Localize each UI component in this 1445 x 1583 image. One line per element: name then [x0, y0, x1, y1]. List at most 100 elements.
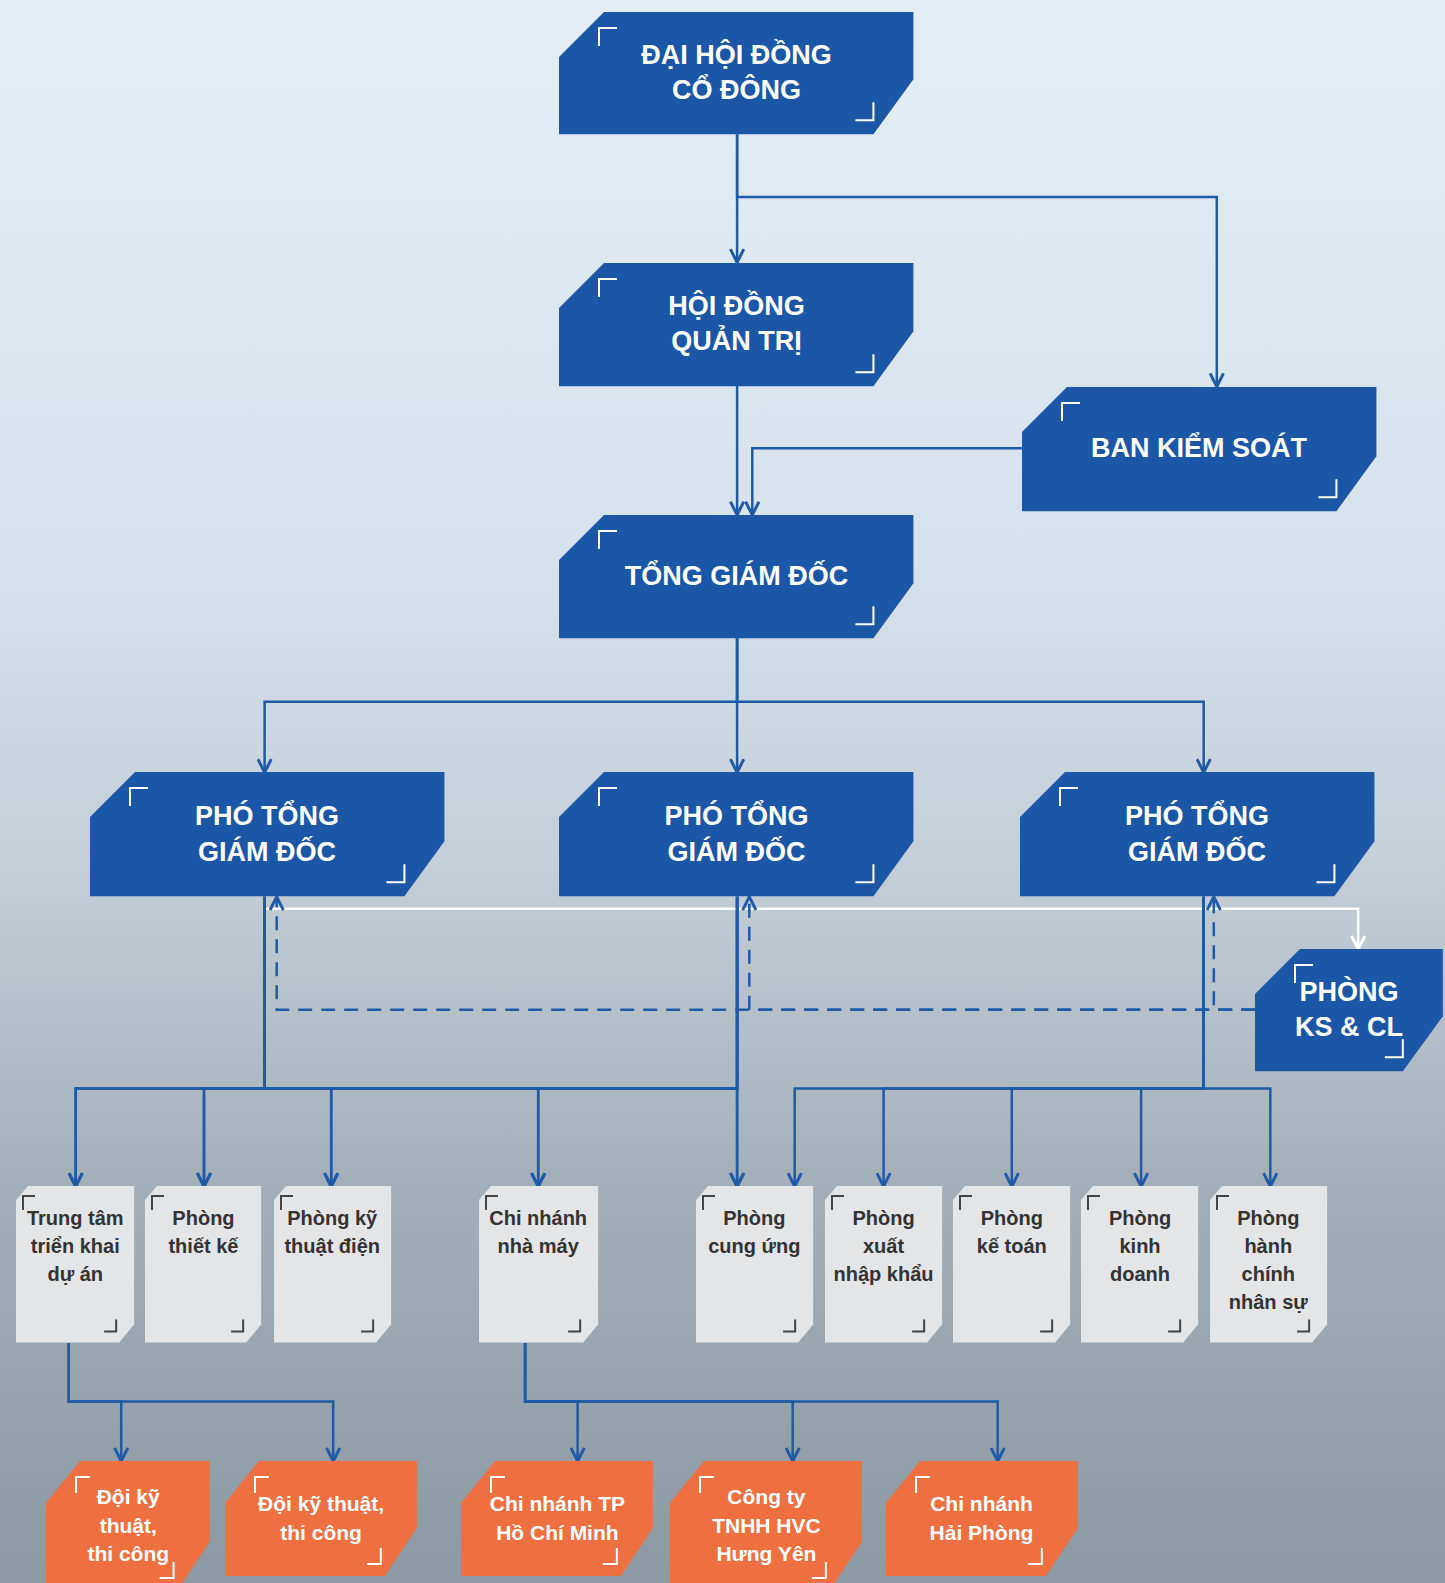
box-label: Chi nhánh Hải Phòng — [914, 1490, 1050, 1547]
box-fill — [825, 1186, 942, 1343]
box-label: Phòng hành chính nhân sự — [1218, 1204, 1319, 1316]
corner-mark — [912, 1320, 924, 1332]
text-wrap: HỘI ĐỒNG QUẢN TRỊ — [609, 289, 863, 359]
box-label: PHÓ TỔNG GIÁM ĐỐC — [609, 799, 863, 869]
text-wrap: Phòng cung ứng — [704, 1204, 805, 1260]
department-box: Trung tâm triển khai dự án — [16, 1186, 134, 1343]
corner-mark — [599, 28, 617, 46]
connector — [265, 638, 737, 772]
corner-mark — [703, 1196, 715, 1210]
corner-mark — [255, 1477, 269, 1493]
department-box: Phòng kinh doanh — [1081, 1186, 1198, 1343]
text-wrap: PHÓ TỔNG GIÁM ĐỐC — [1070, 799, 1324, 869]
corner-mark — [1217, 1196, 1229, 1210]
box-fill — [1081, 1186, 1198, 1343]
corner-mark — [76, 1477, 90, 1493]
corner-mark — [1062, 403, 1080, 421]
text-wrap: Công ty TNHH HVC Hưng Yên — [698, 1483, 834, 1568]
governance-box: ĐẠI HỘI ĐỒNG CỔ ĐÔNG — [559, 12, 913, 134]
text-wrap: Phòng kỹ thuật điện — [282, 1204, 383, 1260]
box-fill — [886, 1461, 1078, 1576]
connector — [265, 897, 332, 1187]
box-label: PHÓ TỔNG GIÁM ĐỐC — [1070, 799, 1324, 869]
corner-mark — [104, 1320, 116, 1332]
box-label: Phòng thiết kế — [153, 1204, 253, 1260]
corner-mark — [832, 1196, 844, 1210]
text-wrap: Chi nhánh Hải Phòng — [914, 1490, 1050, 1547]
text-wrap: Phòng kinh doanh — [1089, 1204, 1190, 1288]
connector — [76, 897, 737, 1187]
box-fill — [1255, 949, 1443, 1071]
box-label: BAN KIỂM SOÁT — [1072, 431, 1326, 466]
text-wrap: PHÓ TỔNG GIÁM ĐỐC — [140, 799, 394, 869]
box-label: Phòng kế toán — [961, 1204, 1062, 1260]
box-label: ĐẠI HỘI ĐỒNG CỔ ĐÔNG — [609, 38, 863, 108]
governance-box: PHÓ TỔNG GIÁM ĐỐC — [90, 772, 444, 896]
connector — [265, 897, 737, 1187]
connector — [1012, 897, 1204, 1187]
governance-box: PHÓ TỔNG GIÁM ĐỐC — [1020, 772, 1374, 896]
corner-mark — [960, 1196, 972, 1210]
connector — [752, 448, 1022, 515]
department-box: Phòng hành chính nhân sự — [1210, 1186, 1327, 1343]
box-fill — [16, 1186, 134, 1343]
corner-mark — [1040, 1320, 1052, 1332]
box-label: HỘI ĐỒNG QUẢN TRỊ — [609, 289, 863, 359]
department-box: Phòng thiết kế — [145, 1186, 261, 1343]
corner-mark — [491, 1477, 505, 1493]
corner-mark — [603, 1548, 617, 1564]
box-label: Phòng kinh doanh — [1089, 1204, 1190, 1288]
box-fill — [479, 1186, 598, 1343]
box-fill — [461, 1461, 653, 1576]
branch-box: Chi nhánh Hải Phòng — [886, 1461, 1078, 1576]
corner-mark — [1316, 865, 1334, 883]
corner-mark — [856, 865, 874, 883]
text-wrap: Chi nhánh TP Hồ Chí Minh — [489, 1490, 625, 1547]
connector — [525, 1343, 998, 1461]
box-label: Phòng cung ứng — [704, 1204, 805, 1260]
box-label: Đội kỹ thuật, thi công — [74, 1483, 182, 1568]
box-fill — [274, 1186, 391, 1343]
governance-box: HỘI ĐỒNG QUẢN TRỊ — [559, 263, 913, 386]
text-wrap: Phòng xuất nhập khẩu — [833, 1204, 934, 1288]
connector — [795, 897, 1204, 1187]
corner-mark — [1169, 1320, 1181, 1332]
connector — [1141, 897, 1204, 1187]
department-box: Phòng xuất nhập khẩu — [825, 1186, 942, 1343]
connector — [884, 897, 1204, 1187]
box-fill — [953, 1186, 1070, 1343]
box-outline — [559, 263, 913, 386]
box-fill — [1022, 387, 1376, 511]
branch-box: Chi nhánh TP Hồ Chí Minh — [461, 1461, 653, 1576]
text-wrap: Trung tâm triển khai dự án — [24, 1204, 126, 1288]
text-wrap: Phòng kế toán — [961, 1204, 1062, 1260]
box-fill — [559, 772, 913, 896]
box-label: Công ty TNHH HVC Hưng Yên — [698, 1483, 834, 1568]
connector — [265, 897, 1359, 950]
box-outline — [1020, 772, 1374, 896]
corner-mark — [599, 788, 617, 806]
box-fill — [1210, 1186, 1327, 1343]
connector — [204, 897, 265, 1187]
connector — [76, 897, 265, 1187]
box-fill — [559, 515, 913, 638]
text-wrap: PHÒNG KS & CL — [1281, 975, 1417, 1045]
box-outline — [559, 12, 913, 134]
corner-mark — [367, 1548, 381, 1564]
box-label: Trung tâm triển khai dự án — [24, 1204, 126, 1288]
box-fill — [559, 263, 913, 386]
connector — [265, 897, 539, 1187]
connector — [204, 897, 737, 1187]
connector — [277, 897, 1255, 1010]
box-fill — [696, 1186, 813, 1343]
box-fill — [46, 1461, 210, 1583]
corner-mark — [1297, 1320, 1309, 1332]
box-label: Phòng xuất nhập khẩu — [833, 1204, 934, 1288]
box-label: TỔNG GIÁM ĐỐC — [609, 559, 863, 594]
branch-box: Đội kỹ thuật, thi công — [225, 1461, 417, 1576]
department-box: Phòng kỹ thuật điện — [274, 1186, 391, 1343]
connector — [736, 897, 739, 1187]
governance-box: BAN KIỂM SOÁT — [1022, 387, 1376, 511]
corner-mark — [856, 606, 874, 624]
